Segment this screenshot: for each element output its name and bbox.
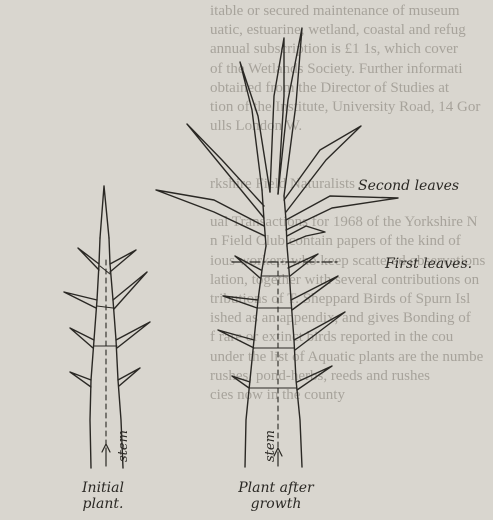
caption-initial-plant: Initial plant.: [48, 480, 158, 512]
stem-label-left: stem: [116, 430, 131, 462]
initial-plant: [64, 186, 150, 468]
second-leaves-label: Second leaves: [358, 178, 459, 194]
first-leaves-label: First leaves.: [385, 256, 472, 272]
caption-grown-plant: Plant after growth: [206, 480, 346, 512]
caption-initial-line2: plant.: [48, 496, 158, 512]
caption-initial-line1: Initial: [48, 480, 158, 496]
caption-grown-line1: Plant after: [206, 480, 346, 496]
stem-label-right: stem: [263, 430, 278, 462]
grown-plant: [156, 28, 398, 467]
caption-grown-line2: growth: [206, 496, 346, 512]
